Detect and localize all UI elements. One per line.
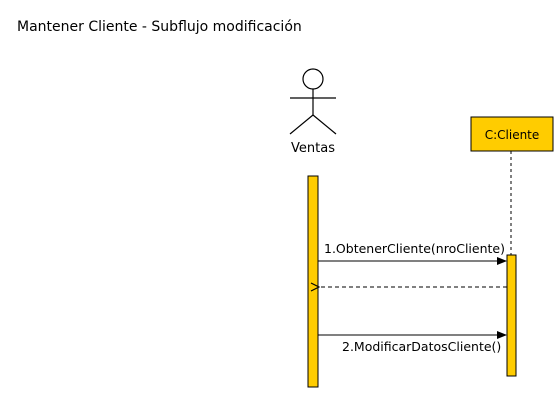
actor-label: Ventas <box>291 141 335 156</box>
message-obtener-cliente: 1.ObtenerCliente(nroCliente) <box>318 241 507 265</box>
diagram-title: Mantener Cliente - Subflujo modificación <box>17 19 302 35</box>
message-modificar-datos-cliente: 2.ModificarDatosCliente() <box>318 331 507 354</box>
object-box <box>470 116 554 152</box>
object-label: C:Cliente <box>485 128 540 142</box>
activation-bar-ventas <box>307 175 319 388</box>
stick-figure-icon <box>289 68 337 135</box>
object-cliente: C:Cliente <box>470 116 554 152</box>
message-label: 2.ModificarDatosCliente() <box>342 339 501 354</box>
activation-bar-cliente <box>506 254 517 377</box>
message-label: 1.ObtenerCliente(nroCliente) <box>324 241 505 256</box>
actor-ventas: Ventas <box>289 68 337 156</box>
